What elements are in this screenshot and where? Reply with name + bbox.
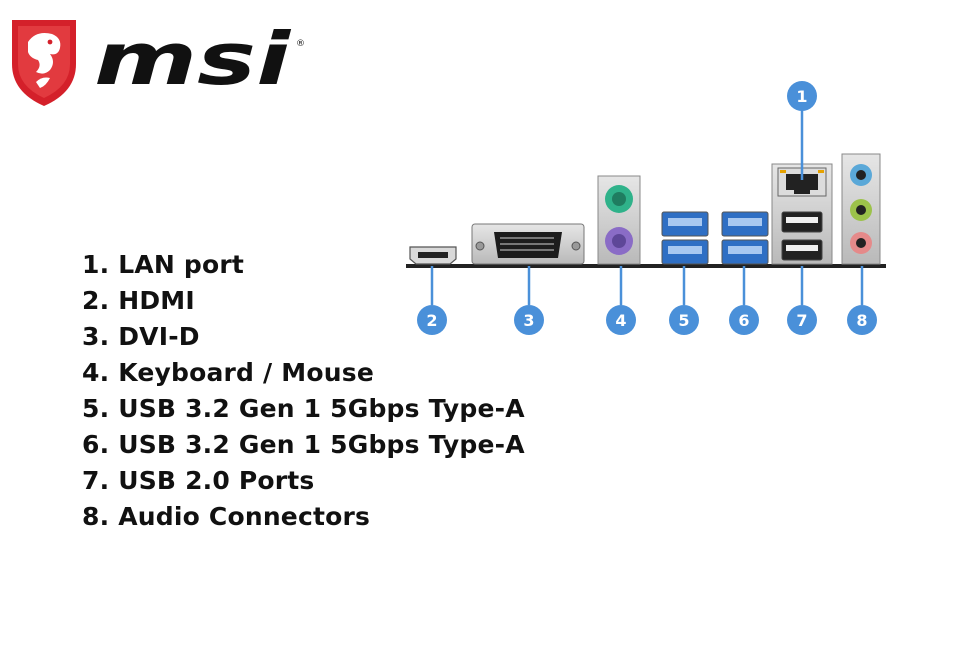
dvi-port-icon [471,223,585,265]
callout-1: 1 [787,81,817,111]
port-legend: 1. LAN port 2. HDMI 3. DVI-D 4. Keyboard… [82,247,525,535]
legend-item-audio: 8. Audio Connectors [82,502,371,531]
legend-item-dvi: 3. DVI-D [82,322,200,351]
msi-logo: msi ® [12,17,305,106]
legend-item-usb2: 7. USB 2.0 Ports [82,466,315,495]
legend-item-ps2: 4. Keyboard / Mouse [82,358,374,387]
callout-6: 6 [729,305,759,335]
svg-text:2: 2 [426,311,437,330]
legend-item-lan: 1. LAN port [82,250,245,279]
svg-text:4: 4 [615,311,626,330]
usb3-port-pair-b-icon [721,211,769,265]
svg-text:8: 8 [856,311,867,330]
audio-jacks-icon [841,153,881,265]
brand-wordmark: msi [94,17,292,101]
usb3-port-pair-a-icon [661,211,709,265]
callout-leaders [430,110,864,305]
dragon-shield-icon [12,20,76,106]
callout-4: 4 [606,305,636,335]
svg-text:6: 6 [738,311,749,330]
io-baseline [406,264,886,268]
ps2-port-icon [597,175,641,265]
svg-text:3: 3 [523,311,534,330]
hdmi-port-icon [409,246,457,265]
callout-5: 5 [669,305,699,335]
callout-8: 8 [847,305,877,335]
callout-7: 7 [787,305,817,335]
legend-item-usb3-b: 6. USB 3.2 Gen 1 5Gbps Type-A [82,430,525,459]
callout-3: 3 [514,305,544,335]
io-panel-diagram: 1 2 3 4 5 6 7 8 [406,81,886,335]
svg-text:5: 5 [678,311,689,330]
svg-text:7: 7 [796,311,807,330]
callout-2: 2 [417,305,447,335]
legend-item-usb3-a: 5. USB 3.2 Gen 1 5Gbps Type-A [82,394,525,423]
usb2-port-icon [781,211,823,261]
registered-mark: ® [296,39,305,49]
svg-text:1: 1 [796,87,807,106]
lan-port-icon [777,167,827,197]
legend-item-hdmi: 2. HDMI [82,286,195,315]
